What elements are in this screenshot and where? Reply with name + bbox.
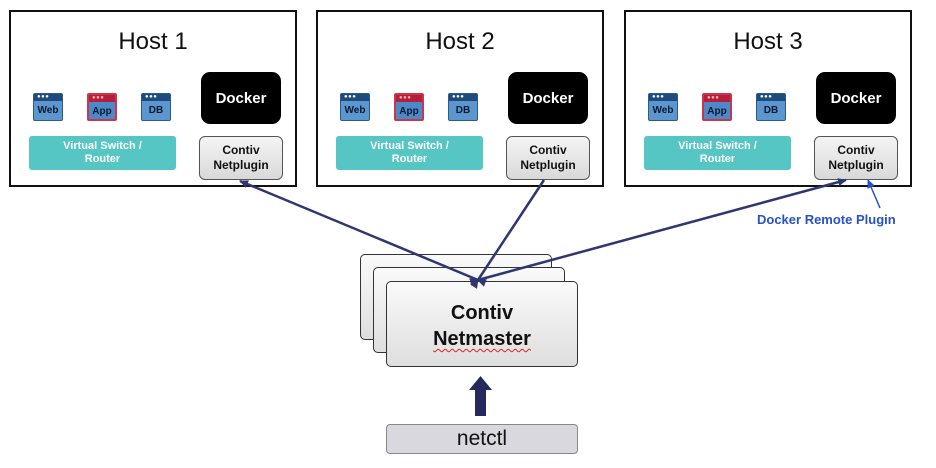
netplugin-line-2: Netplugin	[520, 158, 576, 172]
host-title: Host 1	[118, 28, 188, 55]
netplugin-line-1: Contiv	[837, 143, 875, 157]
app-container-icon: ●●●App	[702, 93, 732, 121]
connector-host1-netmaster	[239, 179, 487, 287]
connector-host3-netmaster	[469, 178, 847, 286]
web-app-icon: ●●●Web	[340, 93, 370, 121]
host-2: Host 2 ●●●Web ●●●App ●●●DB Docker Virtua…	[316, 10, 604, 187]
web-app-icon: ●●●Web	[33, 93, 63, 121]
host-title: Host 3	[733, 28, 803, 55]
switch-line-1: Virtual Switch /	[370, 140, 449, 152]
host-title: Host 2	[425, 28, 495, 55]
db-app-icon: ●●●DB	[448, 93, 478, 121]
virtual-switch-router: Virtual Switch /Router	[29, 136, 176, 170]
web-app-label: Web	[344, 105, 366, 116]
up-arrow-icon	[469, 376, 492, 416]
switch-line-2: Router	[699, 153, 736, 165]
switch-line-2: Router	[391, 153, 428, 165]
app-label: App	[707, 106, 727, 117]
switch-line-1: Virtual Switch /	[678, 140, 757, 152]
db-app-label: DB	[763, 105, 779, 116]
web-app-label: Web	[652, 105, 674, 116]
netctl-box: netctl	[386, 424, 578, 454]
db-app-label: DB	[455, 105, 471, 116]
app-container-icon: ●●●App	[394, 93, 424, 121]
db-app-icon: ●●●DB	[141, 93, 171, 121]
remote-plugin-pointer	[867, 179, 881, 209]
switch-line-2: Router	[84, 153, 121, 165]
app-label: App	[399, 106, 419, 117]
db-app-icon: ●●●DB	[756, 93, 786, 121]
netplugin-line-2: Netplugin	[828, 158, 884, 172]
web-app-icon: ●●●Web	[648, 93, 678, 121]
web-app-label: Web	[37, 105, 59, 116]
docker-box: Docker	[201, 72, 281, 124]
docker-remote-plugin-label: Docker Remote Plugin	[757, 212, 896, 227]
docker-box: Docker	[816, 72, 896, 124]
db-app-label: DB	[148, 105, 164, 116]
netmaster-line-2: Netmaster	[433, 328, 531, 350]
app-container-icon: ●●●App	[87, 93, 117, 121]
netplugin-line-1: Contiv	[222, 143, 260, 157]
switch-line-1: Virtual Switch /	[63, 140, 142, 152]
netplugin-line-2: Netplugin	[213, 158, 269, 172]
host-3: Host 3 ●●●Web ●●●App ●●●DB Docker Virtua…	[624, 10, 912, 187]
virtual-switch-router: Virtual Switch /Router	[336, 136, 483, 170]
app-label: App	[92, 106, 112, 117]
docker-box: Docker	[508, 72, 588, 124]
virtual-switch-router: Virtual Switch /Router	[644, 136, 791, 170]
host-1: Host 1 ●●●Web ●●●App ●●●DB Docker Virtua…	[9, 10, 297, 187]
netplugin-line-1: Contiv	[529, 143, 567, 157]
netmaster-line-1: Contiv	[450, 302, 514, 324]
